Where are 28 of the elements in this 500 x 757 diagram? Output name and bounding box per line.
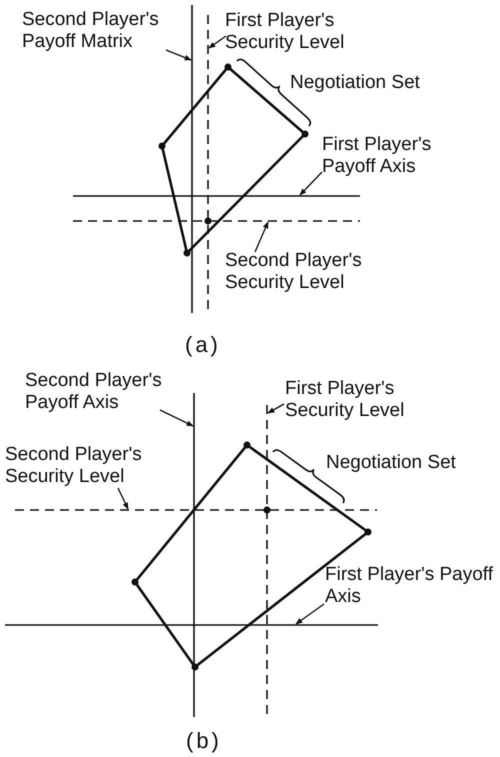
leader-line <box>267 403 284 414</box>
leader-line <box>254 221 269 252</box>
callout-text: First Player's Payoff Axis <box>325 564 495 608</box>
leader-line <box>166 49 192 61</box>
callout-text: Second Player's Security Level <box>225 250 405 294</box>
leader-line <box>117 488 129 510</box>
leader-line <box>300 172 322 196</box>
panel-label: (b) <box>186 730 222 752</box>
security-level-line <box>207 15 209 310</box>
callout-text: First Player's Security Level <box>225 10 390 54</box>
security-level-line <box>266 405 268 715</box>
callout-text: First Player's Security Level <box>285 378 450 422</box>
leader-line <box>295 603 324 625</box>
payoff-axis-line <box>73 195 360 197</box>
payoff-axis-line <box>5 624 378 626</box>
callout-text: First Player's Payoff Axis <box>322 134 482 178</box>
region-label: Negotiation Set <box>326 452 456 474</box>
callout-text: Second Player's Payoff Matrix <box>22 9 190 53</box>
panel-label: (a) <box>185 334 221 356</box>
security-level-line <box>15 509 377 511</box>
security-level-line <box>73 220 360 222</box>
region-label: Negotiation Set <box>290 72 420 94</box>
payoff-axis-line <box>191 5 193 313</box>
callout-text: Second Player's Payoff Axis <box>25 370 193 414</box>
payoff-axis-line <box>193 393 195 717</box>
callout-text: Second Player's Security Level <box>5 444 183 488</box>
leader-line <box>160 409 194 427</box>
leader-line <box>208 35 226 49</box>
